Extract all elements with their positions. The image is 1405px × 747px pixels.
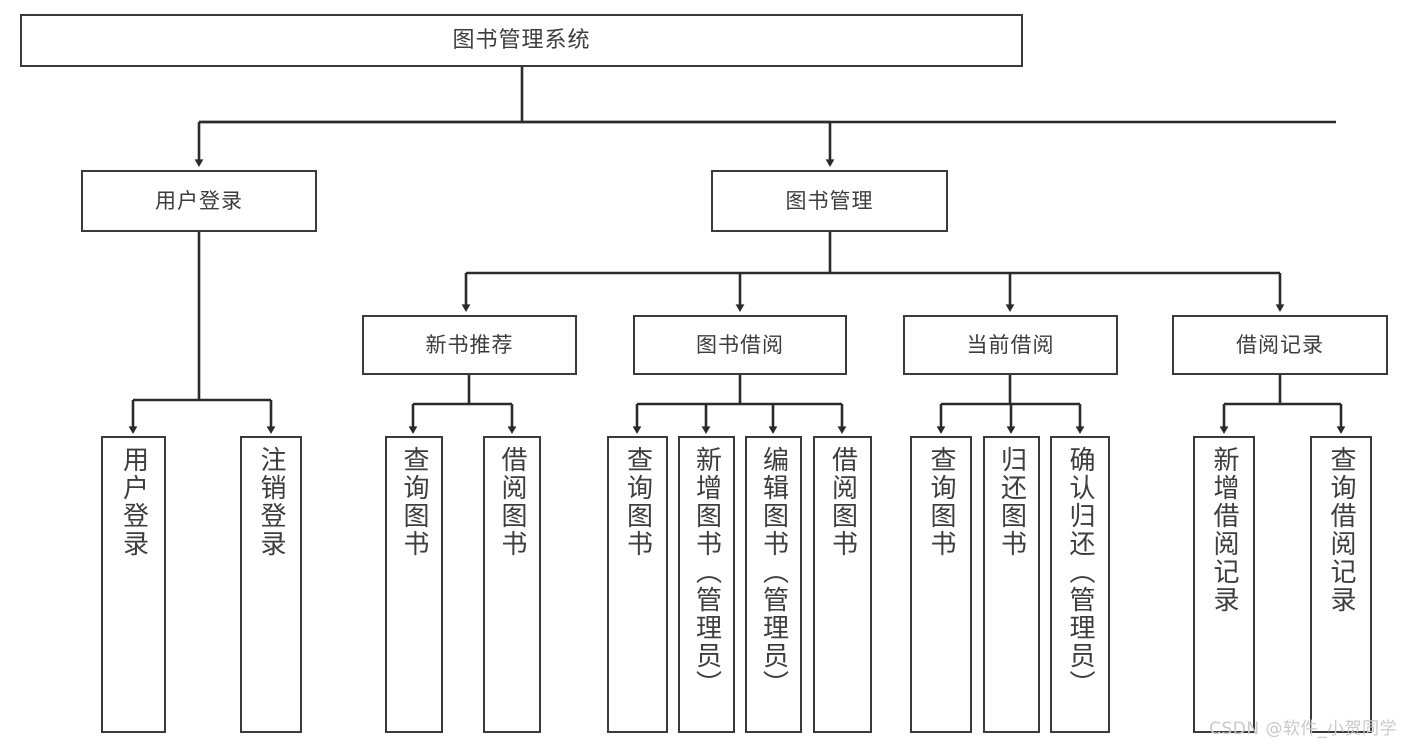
node-root-system[interactable]: 图书管理系统 [20,14,1023,67]
leaf-add-book-admin[interactable]: 新增图书（管理员） [678,436,735,733]
node-borrow-record[interactable]: 借阅记录 [1172,315,1388,375]
node-label: 确认归还（管理员） [1065,446,1095,698]
node-label: 借阅记录 [1236,332,1324,357]
node-label: 查询图书 [399,446,429,558]
leaf-query-book-current[interactable]: 查询图书 [910,436,972,733]
leaf-query-borrow-record[interactable]: 查询借阅记录 [1310,436,1372,733]
leaf-query-book-recommend[interactable]: 查询图书 [385,436,443,733]
node-label: 用户登录 [155,188,243,213]
node-label: 查询借阅记录 [1326,446,1356,614]
node-label: 查询图书 [622,446,653,558]
node-book-borrow[interactable]: 图书借阅 [633,315,847,375]
node-label: 用户登录 [118,446,149,558]
leaf-borrow-book-recommend[interactable]: 借阅图书 [483,436,541,733]
node-label: 借阅图书 [497,446,527,558]
leaf-query-book-borrow[interactable]: 查询图书 [607,436,668,733]
node-label: 图书管理 [785,188,874,213]
leaf-borrow-book[interactable]: 借阅图书 [813,436,872,733]
node-new-book-recommend[interactable]: 新书推荐 [362,315,577,375]
node-label: 归还图书 [996,446,1027,558]
node-label: 当前借阅 [966,332,1055,357]
node-label: 注销登录 [256,446,286,558]
node-label: 新书推荐 [425,332,514,357]
leaf-return-book[interactable]: 归还图书 [983,436,1040,733]
node-label: 新增图书（管理员） [691,446,722,698]
node-label: 查询图书 [926,446,956,558]
leaf-user-login[interactable]: 用户登录 [101,436,166,733]
node-current-borrow[interactable]: 当前借阅 [903,315,1118,375]
watermark-text: CSDN @软件_小贺同学 [1209,719,1397,739]
node-user-login[interactable]: 用户登录 [81,170,317,232]
node-label: 新增借阅记录 [1209,446,1239,614]
node-label: 图书借阅 [696,332,784,357]
node-label: 借阅图书 [827,446,858,558]
node-label: 图书管理系统 [452,27,591,53]
node-label: 编辑图书（管理员） [758,446,789,698]
leaf-confirm-return-admin[interactable]: 确认归还（管理员） [1050,436,1110,733]
leaf-edit-book-admin[interactable]: 编辑图书（管理员） [745,436,802,733]
leaf-add-borrow-record[interactable]: 新增借阅记录 [1193,436,1255,733]
node-book-management[interactable]: 图书管理 [711,170,948,232]
leaf-logout[interactable]: 注销登录 [240,436,302,733]
